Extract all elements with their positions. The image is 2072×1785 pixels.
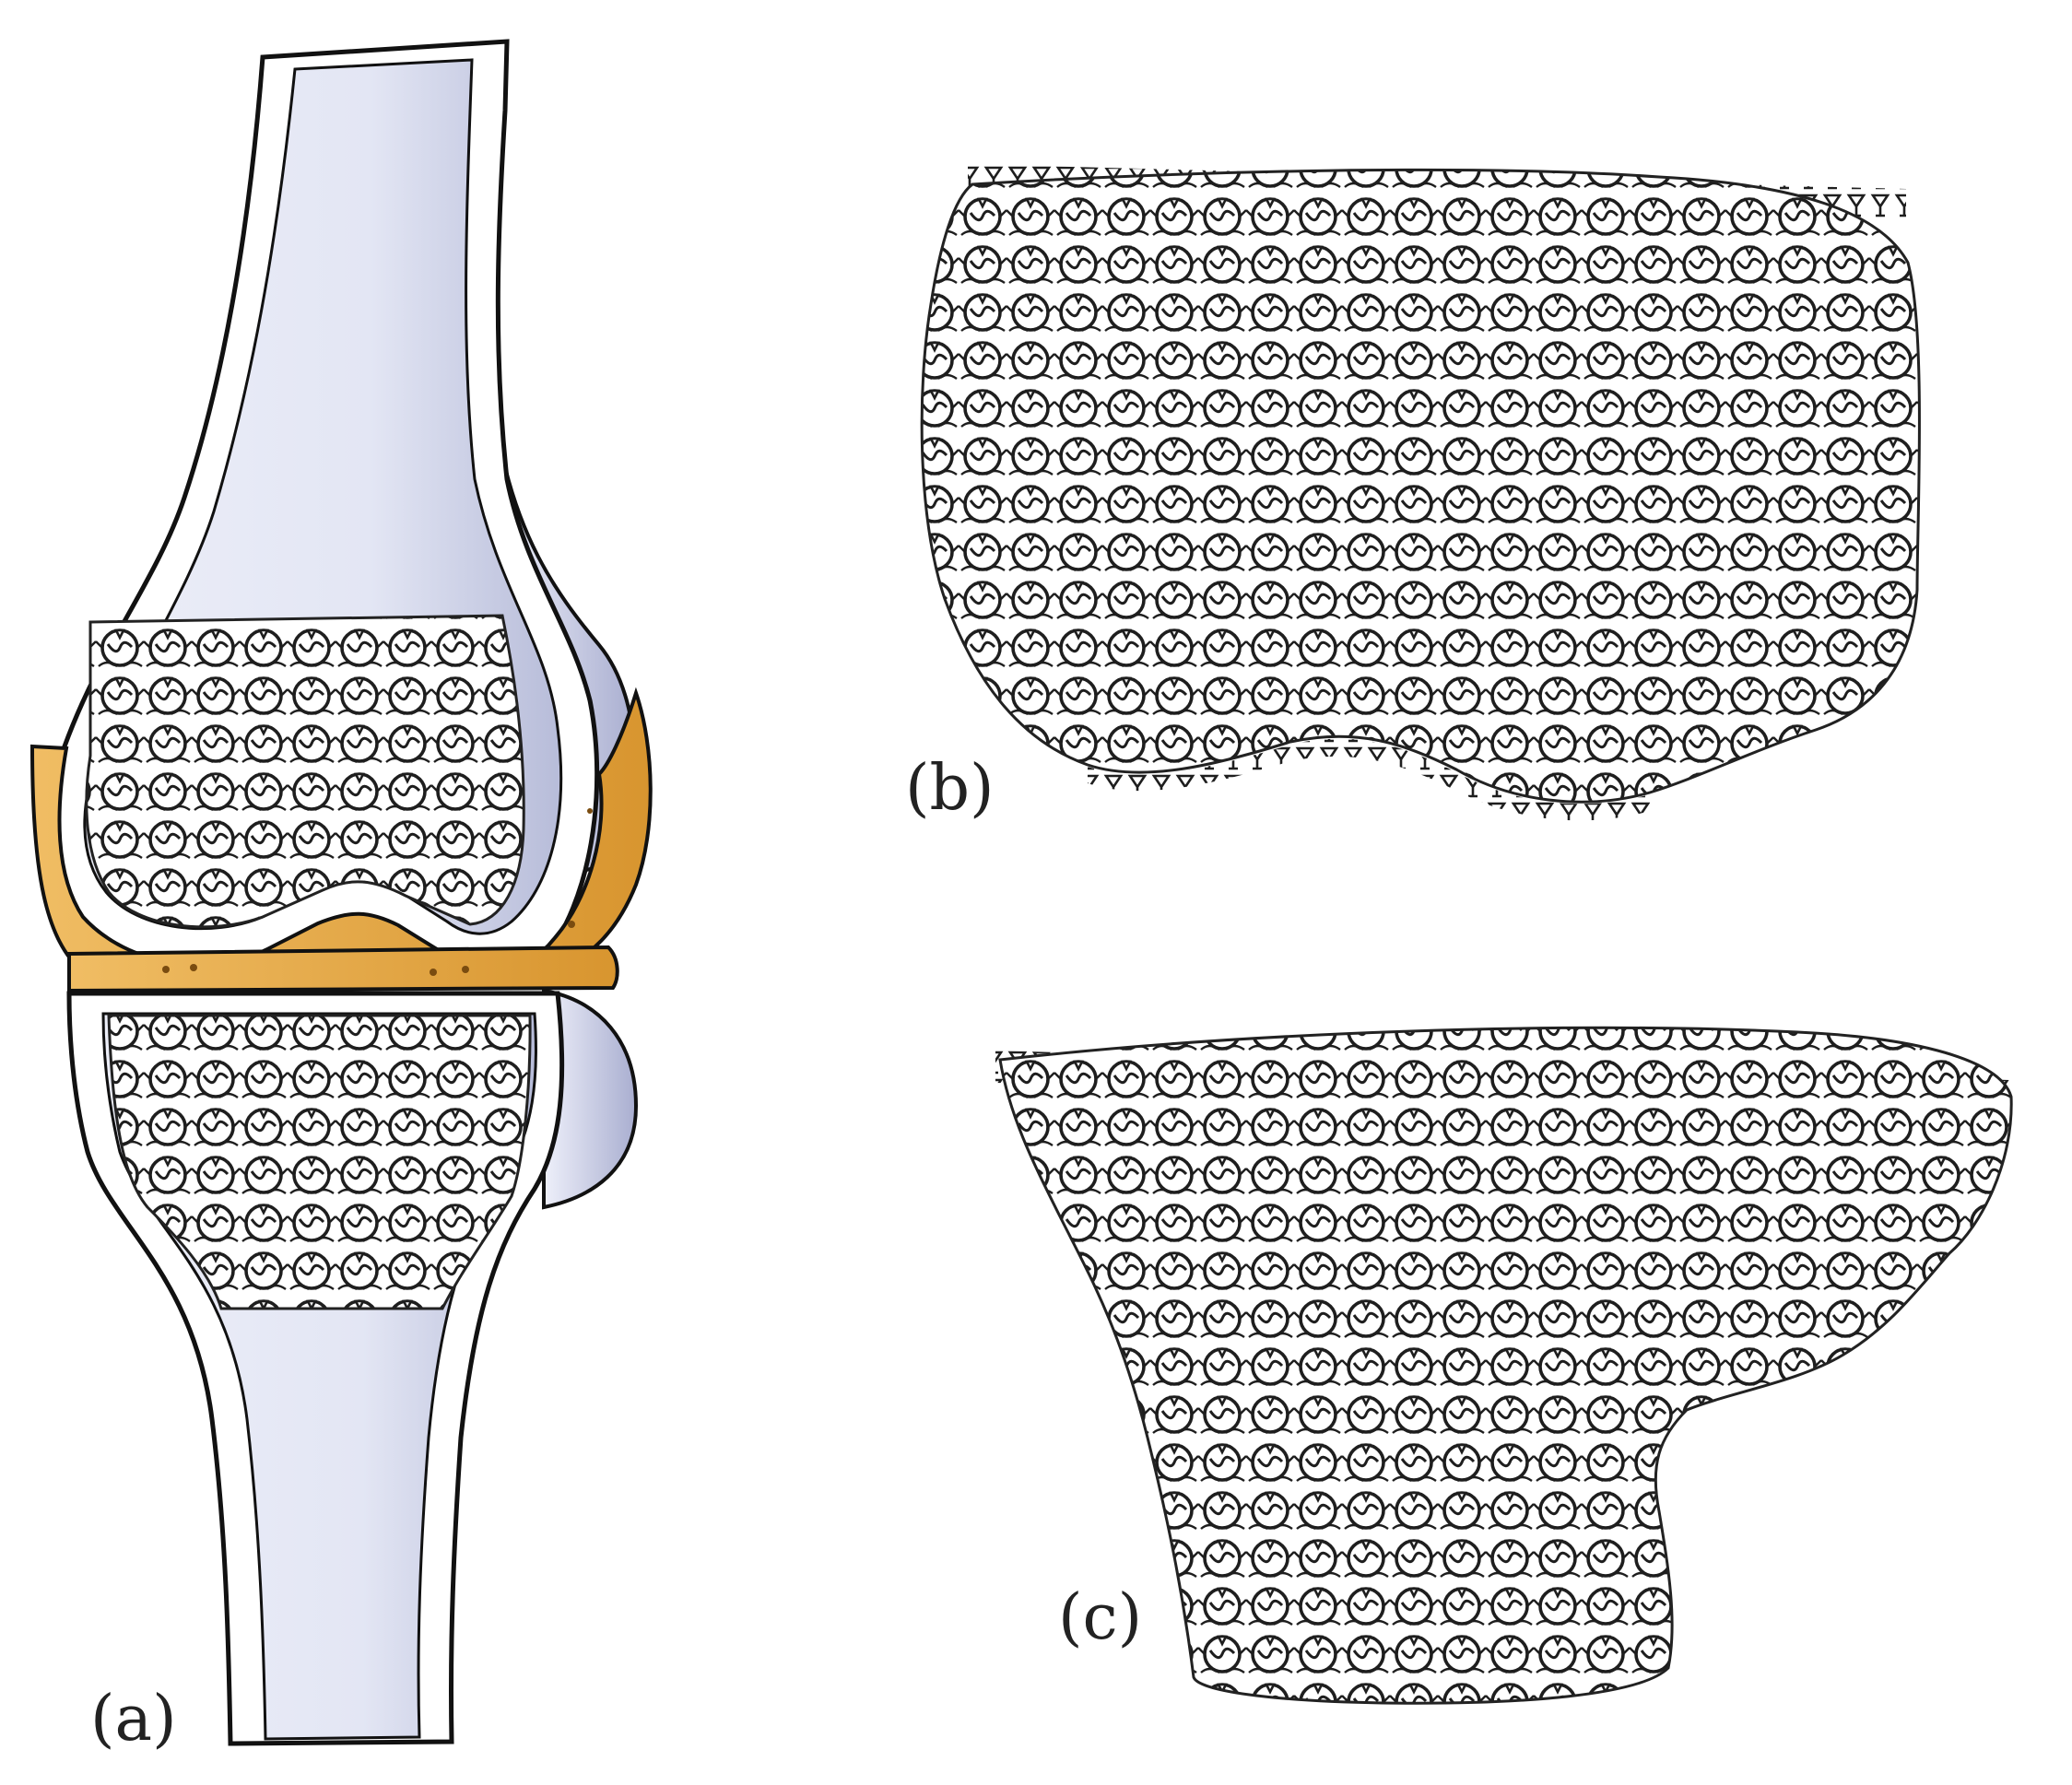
panel-label-b: (b) — [905, 752, 995, 825]
tibial-condyle-bulge — [542, 988, 639, 1210]
femoral-scaffold-shape — [920, 168, 1921, 804]
femoral-scaffold-panel — [920, 164, 1921, 821]
cartilage-speckles — [162, 808, 593, 976]
tibial-scaffold-panel — [995, 1026, 2013, 1705]
tibia-scaffold — [107, 1014, 532, 1310]
femoral-scaffold-bottom-fringe — [1088, 738, 1650, 821]
panel-label-c: (c) — [1058, 1581, 1142, 1654]
femur-scaffold — [85, 614, 525, 929]
tibial-cartilage-plateau — [67, 945, 619, 993]
panel-label-a: (a) — [90, 1683, 177, 1756]
knee-joint-illustration — [29, 39, 653, 1746]
tibial-scaffold-shape — [998, 1026, 2013, 1705]
